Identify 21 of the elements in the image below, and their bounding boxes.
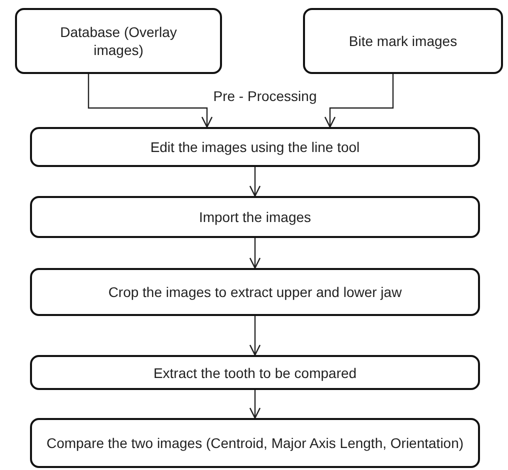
process-box <box>15 8 222 74</box>
arrow <box>249 238 261 269</box>
process-box <box>30 127 480 167</box>
process-box <box>30 355 480 390</box>
step-text: Edit the images using the line tool <box>150 138 360 156</box>
step-text: Crop the images to extract upper and lower jaw <box>108 283 402 301</box>
step-text: Database (Overlay images) <box>59 23 178 59</box>
process-box <box>30 196 480 238</box>
process-box <box>30 418 480 468</box>
arrow <box>249 167 261 197</box>
step-text: Import the images <box>198 208 312 226</box>
step-text: Compare the two images (Centroid, Major Axis Length, Orientation) <box>46 434 464 452</box>
arrow <box>249 390 261 419</box>
arrow <box>88 74 213 128</box>
step-text: Bite mark images <box>348 32 458 50</box>
process-box <box>303 8 503 74</box>
process-box <box>30 268 480 316</box>
step-text: Extract the tooth to be compared <box>153 364 357 382</box>
arrow <box>249 316 261 356</box>
stage-label: Pre - Processing <box>212 87 318 106</box>
arrow <box>324 74 394 128</box>
